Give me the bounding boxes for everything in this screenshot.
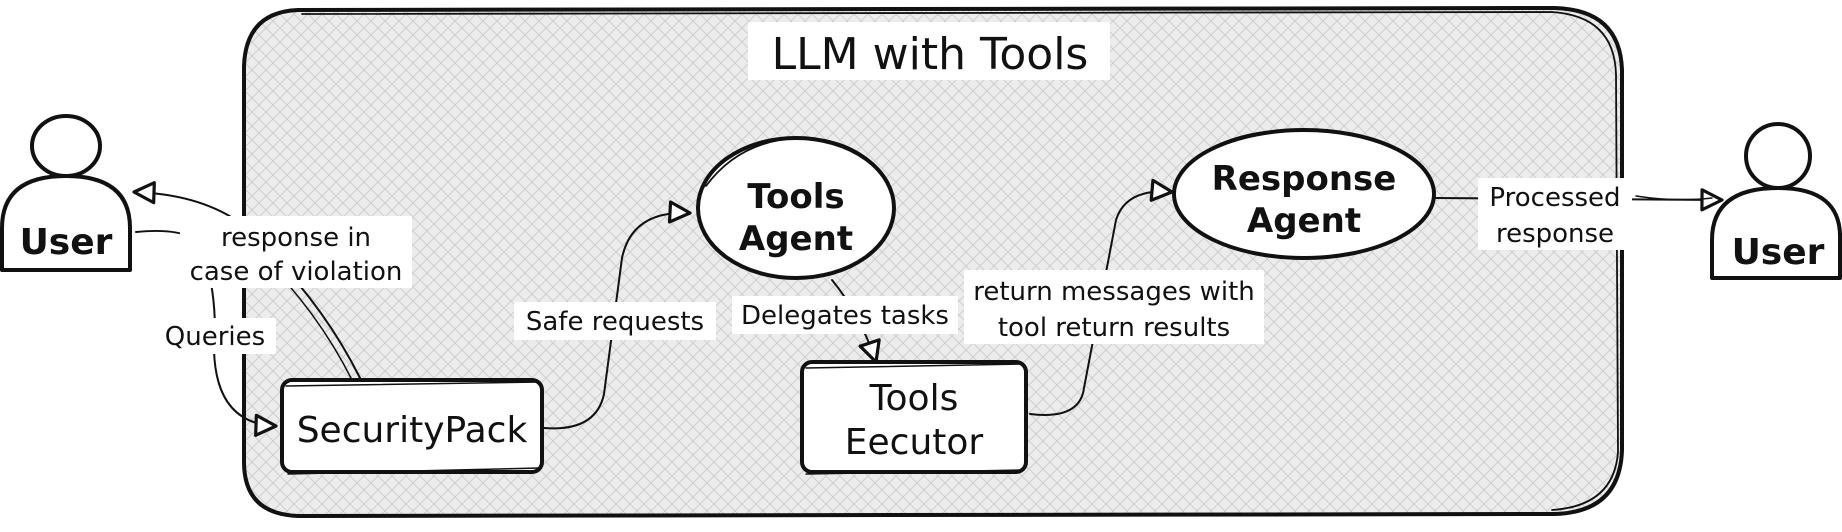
edge-label-processed-response: Processed response [1478, 178, 1632, 250]
user-body-icon [1710, 186, 1842, 280]
svg-text:case of violation: case of violation [190, 257, 403, 287]
edge-label-delegates-tasks: Delegates tasks [732, 296, 958, 334]
svg-text:Delegates tasks: Delegates tasks [741, 301, 949, 331]
svg-text:Safe requests: Safe requests [526, 307, 704, 337]
svg-text:response: response [1496, 219, 1614, 249]
user-right-label: User [1732, 232, 1825, 273]
tools-executor-label-line1: Tools [869, 378, 959, 419]
tools-agent-label-line1: Tools [747, 177, 844, 217]
svg-text:response in: response in [221, 223, 371, 253]
edge-label-violation: response in case of violation [180, 216, 412, 288]
edge-label-return-messages: return messages with tool return results [964, 270, 1264, 344]
user-right: User [1710, 122, 1842, 280]
title-bg [748, 22, 1110, 80]
svg-text:tool return results: tool return results [998, 313, 1230, 343]
user-head-icon [1744, 122, 1812, 190]
security-pack-label: SecurityPack [297, 410, 528, 451]
user-left-label: User [20, 222, 113, 263]
edge-label-queries: Queries [154, 318, 276, 354]
tools-executor-label-line2: Eecutor [845, 422, 984, 463]
tools-agent-label-line2: Agent [739, 219, 853, 259]
diagram-title: LLM with Tools [772, 29, 1089, 80]
user-body-icon [0, 174, 132, 272]
tools-executor-node: Tools Eecutor [800, 360, 1028, 475]
user-head-icon [30, 114, 102, 178]
svg-text:Processed: Processed [1489, 183, 1620, 213]
edge-label-safe-requests: Safe requests [514, 302, 716, 340]
svg-text:return messages with: return messages with [973, 277, 1255, 307]
response-agent-label-line1: Response [1212, 159, 1397, 199]
response-agent-node: Response Agent [1172, 128, 1436, 260]
response-agent-label-line2: Agent [1247, 201, 1361, 241]
tools-agent-node: Tools Agent [696, 136, 896, 280]
security-pack-node: SecurityPack [280, 378, 544, 475]
svg-text:Queries: Queries [165, 322, 265, 352]
user-left: User [0, 114, 132, 272]
